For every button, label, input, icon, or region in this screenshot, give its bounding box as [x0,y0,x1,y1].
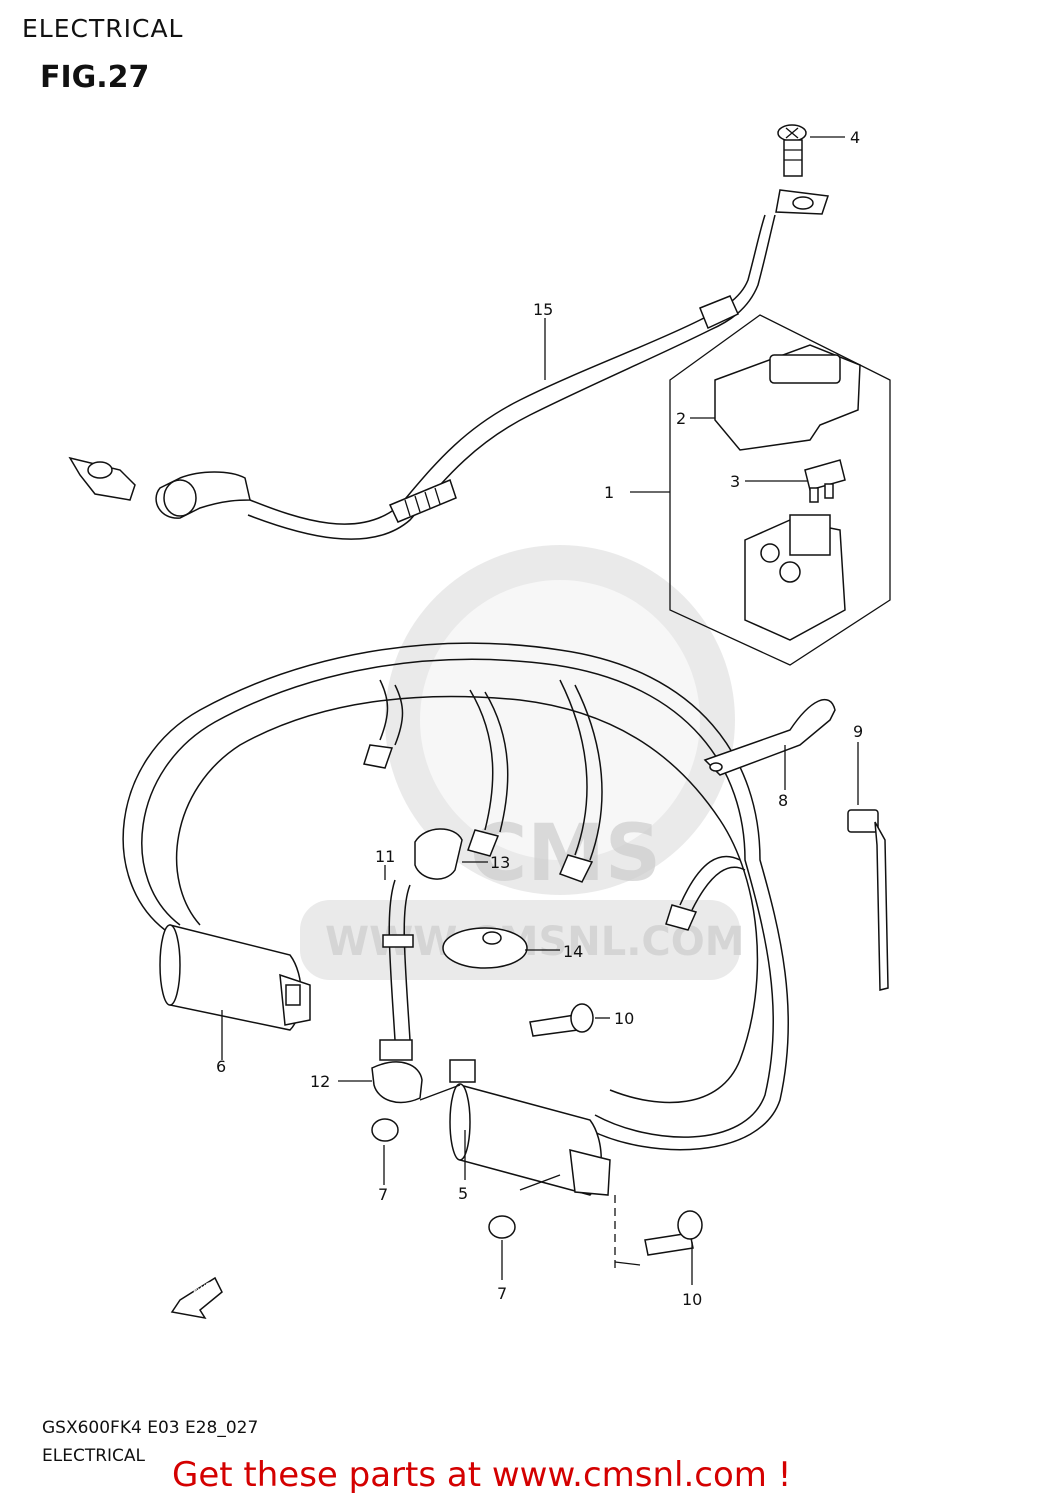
callout-12: 12 [310,1072,330,1091]
ignition-coil-6 [159,924,311,1060]
callout-11: 11 [375,847,395,866]
bolt-10-lower [644,1210,703,1285]
callout-2: 2 [676,409,686,428]
battery-cable-part [68,189,830,540]
callout-14: 14 [563,942,583,961]
figure-number: FIG.27 [40,60,150,95]
callout-4: 4 [850,128,860,147]
callout-7a: 7 [378,1185,388,1204]
callout-6: 6 [216,1057,226,1076]
bolt-10-upper [529,1003,610,1037]
callout-10b: 10 [682,1290,702,1309]
footer-title: ELECTRICAL [42,1446,146,1466]
callout-15: 15 [533,300,553,319]
collar-part [488,1215,516,1280]
callout-7b: 7 [497,1284,507,1303]
diagram-code: GSX600FK4 E03 E28_027 [42,1418,259,1438]
callout-10a: 10 [614,1009,634,1028]
callout-9: 9 [853,722,863,741]
bolt-part [777,124,845,177]
clamp-part [703,698,836,790]
callout-13: 13 [490,853,510,872]
callout-8: 8 [778,791,788,810]
callout-1: 1 [604,483,614,502]
fwd-arrow-icon: FWD [170,1276,223,1320]
starter-relay-group [630,314,891,666]
ignition-coil-5 [419,1059,641,1270]
cable-tie-part [847,742,889,991]
promo-link[interactable]: Get these parts at www.cmsnl.com ! [172,1455,792,1495]
callout-3: 3 [730,472,740,491]
callout-5: 5 [458,1184,468,1203]
callout-labels: 1 2 3 4 5 6 7 7 8 9 10 10 11 12 13 14 15 [216,128,863,1309]
ignition-harness [122,642,790,1151]
section-header: ELECTRICAL [22,14,184,43]
plug-cap-assembly [338,828,560,1185]
